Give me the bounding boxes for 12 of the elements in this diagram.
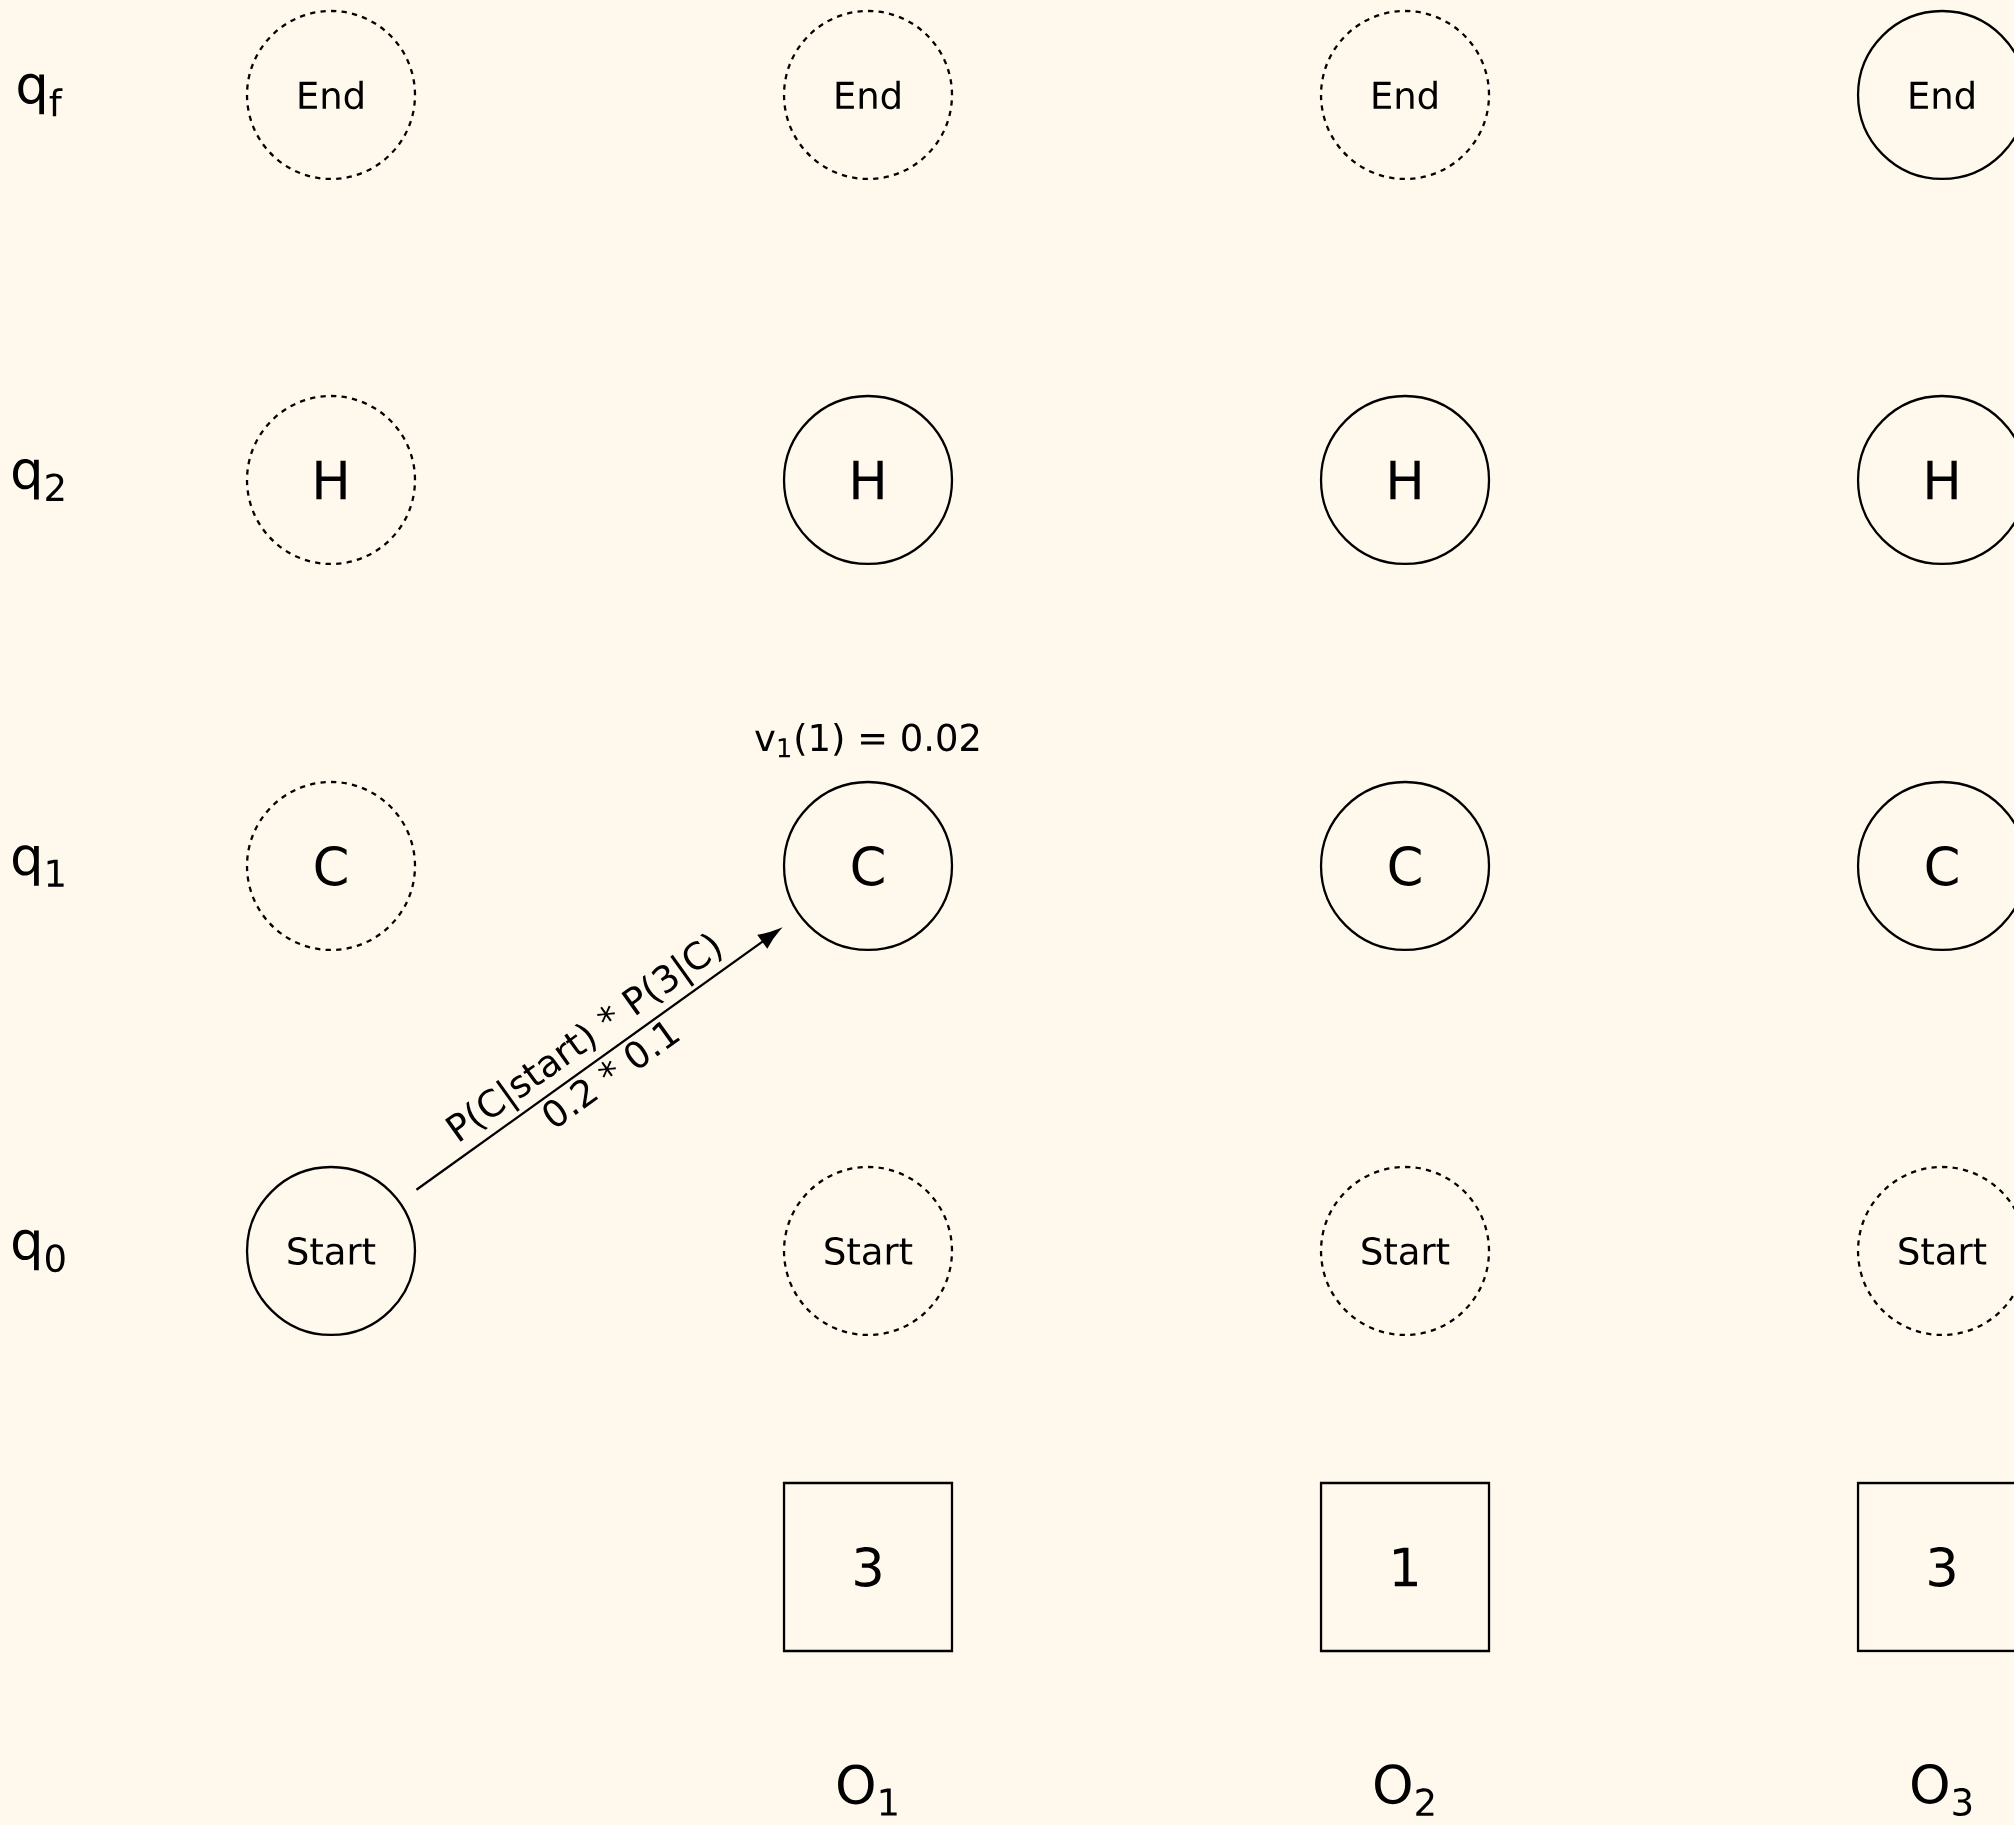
state-label: q$_{1}$	[13, 845, 64, 887]
observation-label: O$_{2}$	[1375, 1764, 1434, 1816]
state-label: q$_{0}$	[13, 1229, 65, 1273]
observation-label: O$_{1}$	[838, 1764, 897, 1816]
observation-box: 1	[1319, 1481, 1491, 1653]
state-label: q$_{2}$	[13, 459, 64, 501]
observation-box: 3	[782, 1481, 954, 1653]
value-label: v$_{1}$(1) = 0.02	[755, 722, 979, 758]
arrow	[415, 929, 780, 1191]
state-label: q$_{f}$	[18, 73, 63, 117]
observation-box: 3	[1856, 1481, 2014, 1653]
observation-label: O$_{3}$	[1912, 1764, 1972, 1816]
